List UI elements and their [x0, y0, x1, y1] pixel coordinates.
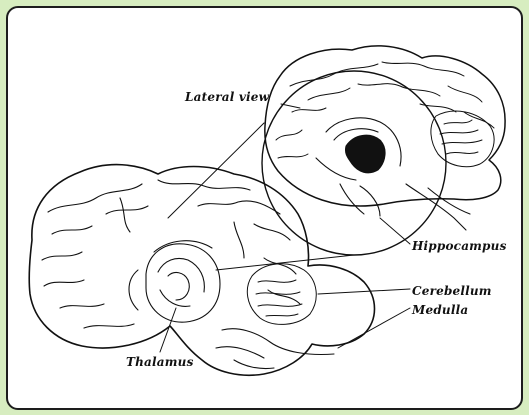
label-medulla: Medulla	[412, 303, 468, 317]
inset-cavity	[345, 135, 385, 173]
main-brainstem	[216, 329, 334, 369]
label-hippocampus: Hippocampus	[412, 239, 507, 253]
inset-brain-outline	[265, 46, 505, 206]
thalamus-region	[129, 241, 220, 322]
leader-hippocampus	[380, 218, 410, 244]
brain-illustration	[8, 8, 521, 408]
inset-cerebellum	[431, 111, 494, 167]
figure-panel: Lateral view Hippocampus Cerebellum Medu…	[6, 6, 523, 410]
leader-cerebellum	[318, 289, 410, 294]
zoom-line-bottom	[216, 255, 354, 270]
main-brain-outline	[29, 165, 374, 376]
label-cerebellum: Cerebellum	[412, 284, 492, 298]
label-lateral-view: Lateral view	[185, 90, 269, 104]
label-thalamus: Thalamus	[126, 355, 194, 369]
inset-brainstem	[406, 184, 470, 230]
leader-lateral-view	[281, 104, 300, 108]
main-cerebellum	[247, 264, 316, 325]
